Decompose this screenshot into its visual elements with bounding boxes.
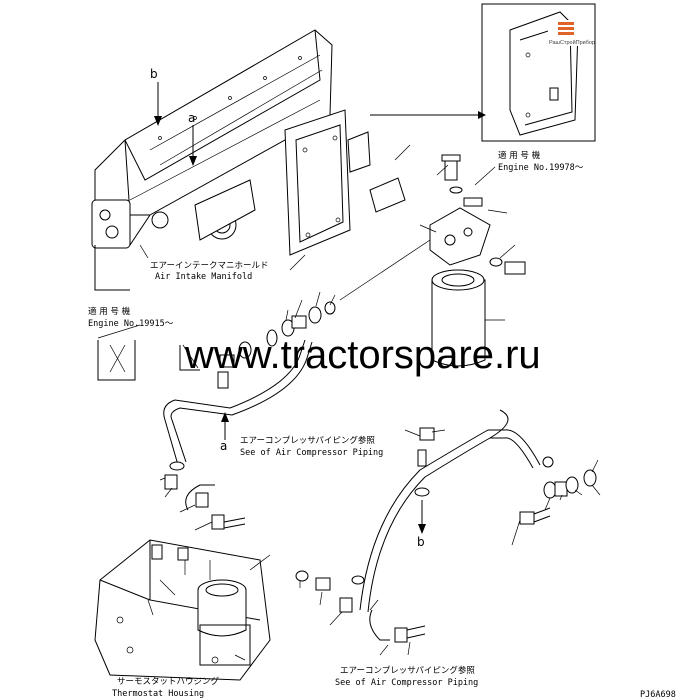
- applies-right-jp: 適 用 号 機: [498, 150, 541, 161]
- fittings-center-lower: [414, 427, 597, 525]
- thermostat-housing: [94, 539, 271, 681]
- callout-a-mid: a: [220, 439, 227, 453]
- applies-left-jp: 適 用 号 機: [88, 306, 131, 317]
- leader-lines: [97, 144, 601, 661]
- intake-label-en: Air Intake Manifold: [155, 272, 252, 282]
- engine-left: Engine No.19915～: [88, 319, 174, 329]
- filter-assembly: [429, 154, 526, 367]
- air-pipe-left: [163, 339, 313, 466]
- svg-text:РашСтройПрибор: РашСтройПрибор: [549, 39, 595, 46]
- callout-a-top: a: [188, 111, 195, 125]
- logo: РашСтройПрибор: [548, 20, 595, 46]
- engine-fragment-left: [97, 340, 200, 381]
- fittings-bottom: [295, 570, 426, 643]
- compressor-low-en: See of Air Compressor Piping: [335, 678, 478, 688]
- gasket-plate: [284, 109, 371, 256]
- fittings-row-upper: [217, 301, 336, 389]
- drawing-code: PJ6A698: [640, 690, 676, 700]
- compressor-mid-en: See of Air Compressor Piping: [240, 448, 383, 458]
- callout-arrows: [154, 82, 426, 534]
- callout-b-top: b: [150, 67, 158, 81]
- leader-line: [339, 239, 431, 301]
- thermostat-label-en: Thermostat Housing: [112, 689, 204, 699]
- engine-right: Engine No.19978～: [498, 163, 584, 173]
- watermark: www.tractorspare.ru: [184, 333, 541, 377]
- fittings-lower-left: [164, 461, 246, 530]
- spacer-plate: [369, 177, 406, 213]
- compressor-low-jp: エアーコンプレッサパイピング参照: [340, 665, 475, 676]
- callout-b-low: b: [417, 535, 425, 549]
- air-pipe-right: [359, 409, 541, 613]
- compressor-mid-jp: エアーコンプレッサパイピング参照: [240, 435, 375, 446]
- intake-manifold-assembly: [91, 29, 333, 291]
- inset-arrow-head: [478, 111, 486, 119]
- thermostat-label-jp: サーモスタットハウジング: [117, 676, 220, 687]
- intake-label-jp: エアーインテークマニホールド: [150, 261, 269, 271]
